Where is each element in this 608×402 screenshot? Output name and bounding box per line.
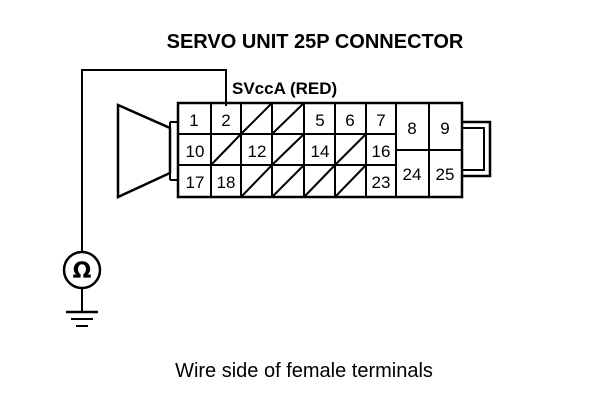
terminal-9: 9 <box>440 119 449 138</box>
terminal-25: 25 <box>436 165 455 184</box>
terminal-10: 10 <box>186 142 205 161</box>
terminal-14: 14 <box>311 142 330 161</box>
connector-latch <box>462 120 492 178</box>
terminal-2: 2 <box>221 111 230 130</box>
terminal-24: 24 <box>403 165 422 184</box>
diagram-caption: Wire side of female terminals <box>175 360 433 382</box>
ground-icon <box>66 288 98 327</box>
probe-wire <box>81 69 227 252</box>
terminal-23: 23 <box>372 173 391 192</box>
terminal-6: 6 <box>345 111 354 130</box>
terminal-8: 8 <box>407 119 416 138</box>
empty-terminal-marks <box>210 102 367 198</box>
terminal-12: 12 <box>248 142 267 161</box>
terminal-1: 1 <box>189 111 198 130</box>
terminal-18: 18 <box>217 173 236 192</box>
terminal-17: 17 <box>186 173 205 192</box>
terminal-grid <box>178 103 462 197</box>
terminal-5: 5 <box>315 111 324 130</box>
diagram-title: SERVO UNIT 25P CONNECTOR <box>167 31 464 53</box>
ohmmeter-symbol: Ω <box>73 259 92 284</box>
connector-lock-housing <box>116 103 178 199</box>
wire-label: SVccA (RED) <box>232 79 337 98</box>
terminal-16: 16 <box>372 142 391 161</box>
terminal-7: 7 <box>376 111 385 130</box>
